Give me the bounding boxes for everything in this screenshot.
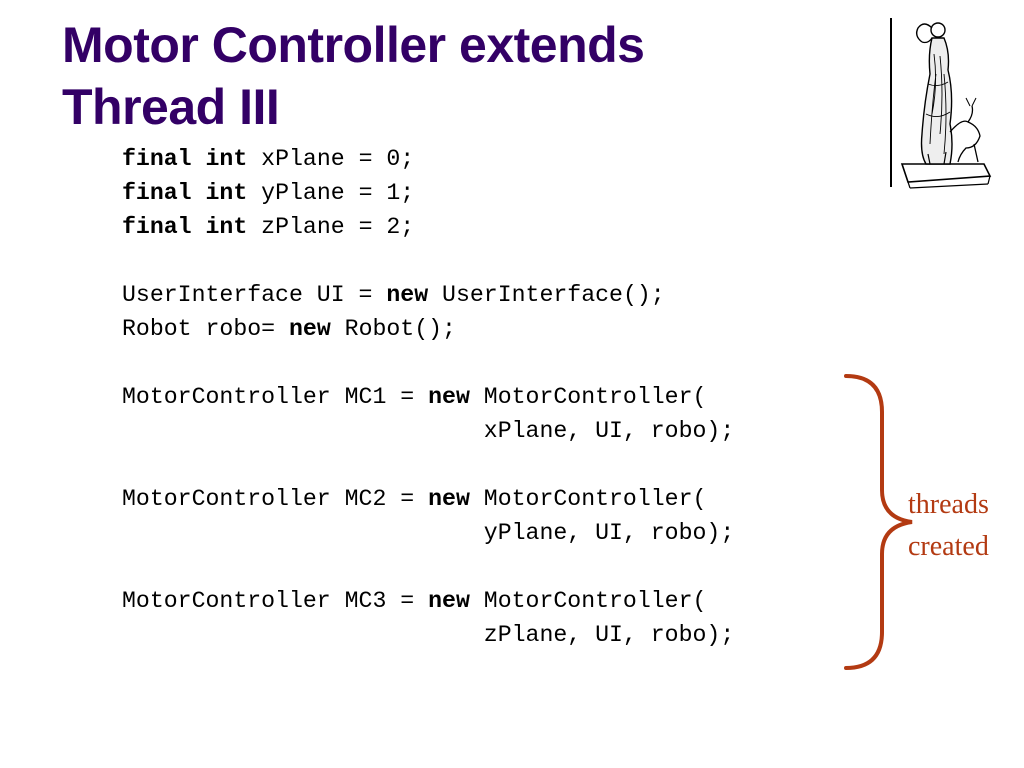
slide-title: Motor Controller extends Thread III [62, 14, 822, 138]
code-line [122, 244, 734, 278]
code-text: xPlane, UI, robo); [122, 418, 735, 444]
annotation-line-1: threads [908, 489, 989, 520]
code-keyword: new [428, 588, 470, 614]
code-line: MotorController MC3 = new MotorControlle… [122, 584, 734, 618]
code-text: UserInterface(); [428, 282, 665, 308]
code-line: xPlane, UI, robo); [122, 414, 734, 448]
code-line: UserInterface UI = new UserInterface(); [122, 278, 734, 312]
code-keyword: final [122, 146, 192, 172]
code-text: MotorController( [469, 588, 707, 614]
code-text: yPlane, UI, robo); [122, 520, 735, 546]
code-block: final int xPlane = 0;final int yPlane = … [122, 142, 734, 652]
code-keyword: final [122, 180, 192, 206]
slide-title-line-1: Motor Controller extends [62, 17, 645, 73]
code-line: MotorController MC1 = new MotorControlle… [122, 380, 734, 414]
code-keyword: final [122, 214, 192, 240]
slide-title-line-2: Thread III [62, 79, 280, 135]
code-line: yPlane, UI, robo); [122, 516, 734, 550]
code-text: MotorController( [469, 384, 707, 410]
threads-created-annotation: threads created [908, 484, 989, 568]
code-text: zPlane, UI, robo); [122, 622, 735, 648]
code-text: Robot robo= [122, 316, 289, 342]
code-keyword: new [386, 282, 429, 308]
code-line [122, 550, 734, 584]
code-line: MotorController MC2 = new MotorControlle… [122, 482, 734, 516]
code-text: zPlane = 2; [247, 214, 415, 240]
code-text: MotorController MC3 = [122, 588, 429, 614]
code-text [192, 180, 206, 206]
code-text: yPlane = 1; [247, 180, 415, 206]
code-text: xPlane = 0; [247, 146, 415, 172]
code-keyword: new [428, 384, 470, 410]
statue-logo-icon [890, 18, 992, 189]
code-keyword: int [205, 146, 248, 172]
right-curly-brace [844, 374, 913, 670]
code-text: MotorController MC2 = [122, 486, 429, 512]
code-text: UserInterface UI = [122, 282, 387, 308]
code-line [122, 448, 734, 482]
code-keyword: int [205, 180, 248, 206]
code-line: final int zPlane = 2; [122, 210, 734, 244]
code-line [122, 346, 734, 380]
code-text: MotorController( [469, 486, 707, 512]
code-line: zPlane, UI, robo); [122, 618, 734, 652]
code-text: Robot(); [330, 316, 456, 342]
code-line: final int yPlane = 1; [122, 176, 734, 210]
code-line: final int xPlane = 0; [122, 142, 734, 176]
code-keyword: new [428, 486, 470, 512]
code-text [192, 214, 206, 240]
code-keyword: new [288, 316, 331, 342]
code-text [192, 146, 206, 172]
code-text: MotorController MC1 = [122, 384, 429, 410]
code-keyword: int [205, 214, 248, 240]
code-line: Robot robo= new Robot(); [122, 312, 734, 346]
annotation-line-2: created [908, 531, 989, 562]
